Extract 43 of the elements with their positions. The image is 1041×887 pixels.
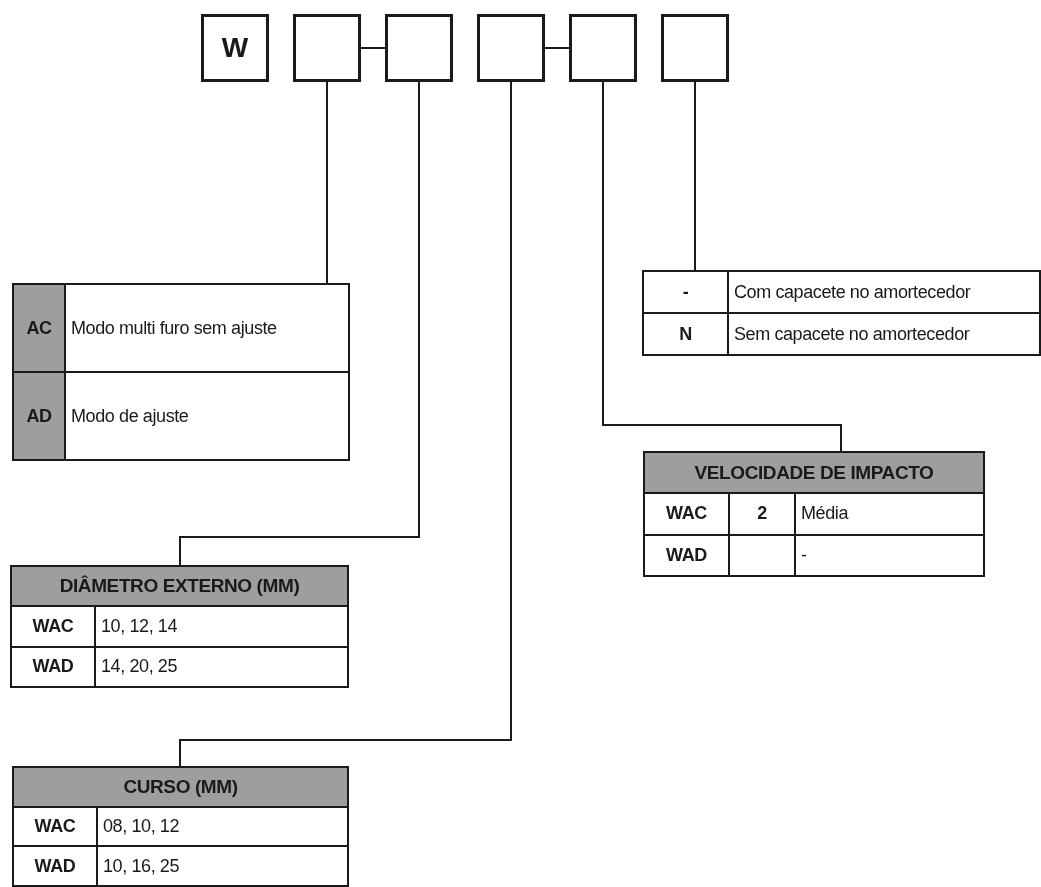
- table-header: VELOCIDADE DE IMPACTO: [645, 453, 983, 493]
- blank-code-box: [477, 14, 545, 82]
- blank-code-box: [293, 14, 361, 82]
- description-cell: Com capacete no amortecedor: [727, 272, 1041, 312]
- code-cell-text: -: [681, 280, 690, 304]
- code-box: [201, 14, 269, 82]
- description-cell: Modo multi furo sem ajuste: [64, 285, 352, 371]
- table-header: CURSO (MM): [14, 768, 347, 806]
- description-cell: 08, 10, 12: [96, 807, 351, 846]
- connector-line: [544, 47, 570, 49]
- table-header: DIÂMETRO EXTERNO (MM): [12, 567, 347, 606]
- code-cell-text: WAC: [665, 502, 708, 526]
- connector-line: [360, 47, 386, 49]
- description-cell: Modo de ajuste: [64, 373, 352, 459]
- blank-code-box: [661, 14, 729, 82]
- code-cell-text: N: [678, 322, 693, 346]
- code-cell: AD: [14, 373, 64, 459]
- connector-line: [694, 81, 696, 271]
- connector-line: [179, 81, 512, 767]
- option-table: [642, 270, 1041, 356]
- code-cell-text: WAD: [33, 854, 77, 878]
- option-table: [12, 766, 349, 887]
- description-cell: Sem capacete no amortecedor: [727, 314, 1041, 354]
- description-cell: -: [794, 535, 987, 575]
- code-letter: W: [221, 32, 249, 64]
- blank-code-box: [569, 14, 637, 82]
- blank-code-box: [385, 14, 453, 82]
- description-cell: 10, 16, 25: [96, 847, 351, 885]
- code-cell: 2: [728, 494, 794, 534]
- description-cell: 10, 12, 14: [94, 607, 351, 646]
- option-table: [12, 283, 350, 461]
- option-table: [643, 451, 985, 577]
- code-cell-text: WAC: [33, 815, 77, 838]
- code-cell-text: WAD: [665, 543, 708, 567]
- code-cell-text: WAC: [31, 615, 75, 638]
- description-cell: 14, 20, 25: [94, 647, 351, 686]
- code-cell-text: WAD: [31, 655, 75, 679]
- option-table: [10, 565, 349, 688]
- connector-line: [602, 81, 842, 452]
- description-cell: Média: [794, 494, 987, 534]
- code-cell: AC: [14, 285, 64, 371]
- connector-line: [179, 81, 420, 566]
- connector-line: [326, 81, 328, 284]
